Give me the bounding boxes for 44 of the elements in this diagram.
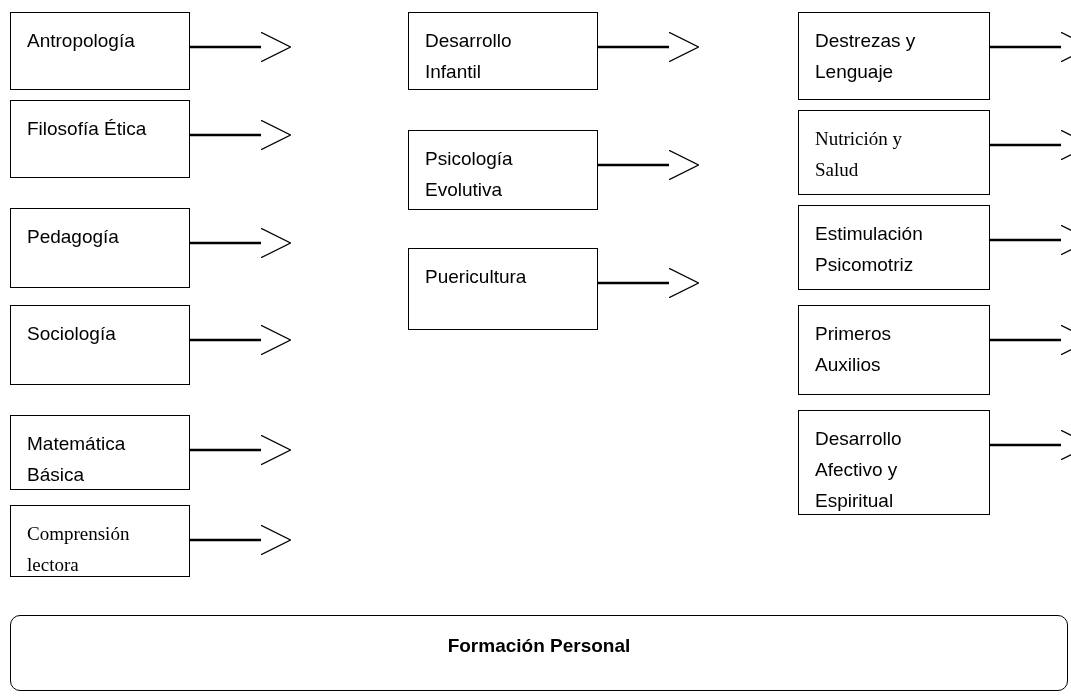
arrow [598,267,700,299]
arrow [990,324,1071,356]
subject-box [10,12,190,90]
subject-box [408,248,598,330]
subject-box [408,12,598,90]
arrow [190,324,292,356]
arrow [190,524,292,556]
arrow [990,129,1071,161]
subject-box [798,410,990,515]
subject-box [798,305,990,395]
arrow [598,149,700,181]
panel-title: Formación Personal [446,634,632,658]
arrow [990,31,1071,63]
subject-label: Desarrollo Infantil [425,29,513,84]
subject-box [798,110,990,195]
subject-label: Desarrollo Afectivo y Espiritual [815,427,903,513]
subject-label: Matemática Básica [27,432,127,487]
subject-label: Puericultura [425,265,528,289]
subject-label: Estimulación Psicomotriz [815,222,924,277]
arrow [990,429,1071,461]
subject-label: Comprensión lectora [27,522,131,577]
subject-box [408,130,598,210]
subject-label: Destrezas y Lenguaje [815,29,917,84]
subject-box [10,505,190,577]
subject-box [10,305,190,385]
arrow [598,31,700,63]
subject-label: Pedagogía [27,225,120,249]
subject-box [798,12,990,100]
category-panel [10,615,1068,691]
subject-label: Filosofía Ética [27,117,148,141]
arrow [190,434,292,466]
arrow [190,31,292,63]
subject-label: Psicología Evolutiva [425,147,514,202]
subject-box [10,100,190,178]
subject-label: Nutrición y Salud [815,127,904,182]
subject-box [798,205,990,290]
arrow [190,119,292,151]
subject-label: Sociología [27,322,117,346]
arrow [990,224,1071,256]
subject-label: Primeros Auxilios [815,322,892,377]
subject-label: Antropología [27,29,136,53]
subject-box [10,415,190,490]
arrow [190,227,292,259]
subject-box [10,208,190,288]
